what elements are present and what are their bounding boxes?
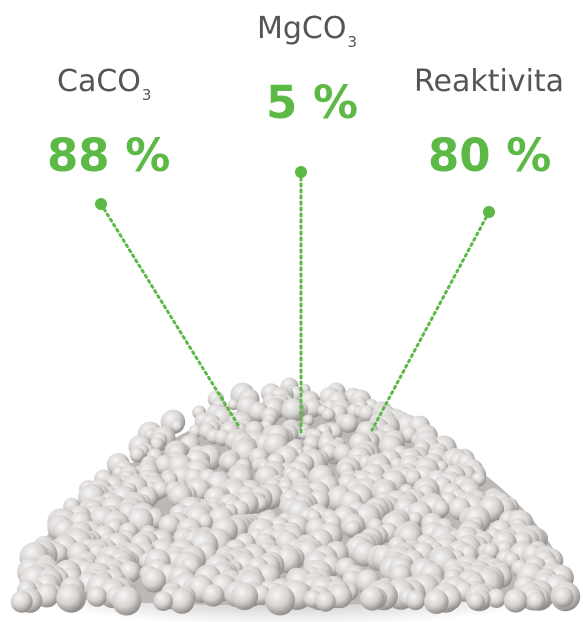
granule <box>360 586 385 611</box>
granule <box>56 584 84 613</box>
granule <box>169 588 195 614</box>
granules <box>10 377 581 616</box>
stat-value-reaktivita: 80 % <box>428 129 552 182</box>
granule <box>171 420 183 433</box>
granule <box>281 398 305 422</box>
granule <box>486 588 507 608</box>
connector-caco3-dot <box>95 198 107 210</box>
connector-reaktivita-line <box>370 210 491 432</box>
stat-label-mgco3: MgCO3 <box>257 11 357 50</box>
granule <box>503 588 528 613</box>
stat-label-reaktivita-main: Reaktivita <box>414 64 565 99</box>
granule <box>302 398 322 418</box>
stat-label-mgco3-main: MgCO <box>257 11 347 46</box>
granule <box>129 447 145 463</box>
granule <box>467 592 485 611</box>
granule <box>339 413 359 433</box>
granule <box>405 590 426 611</box>
stat-label-caco3-sub: 3 <box>141 86 152 104</box>
granule <box>315 591 336 612</box>
stat-label-caco3: CaCO3 <box>57 64 151 103</box>
granule <box>153 591 173 611</box>
granule <box>141 568 166 593</box>
connector-caco3-line <box>99 202 242 430</box>
connector-mgco3-dot <box>295 166 307 178</box>
granule <box>10 590 33 613</box>
granule <box>230 582 258 611</box>
granule <box>264 585 296 616</box>
stat-value-mgco3: 5 % <box>266 76 359 129</box>
granule <box>526 591 546 611</box>
granule <box>201 584 225 607</box>
connector-reaktivita-dot <box>483 206 495 218</box>
granule <box>86 586 108 607</box>
granule <box>552 586 574 608</box>
stat-label-reaktivita: Reaktivita <box>414 67 565 97</box>
granule <box>344 520 361 537</box>
stat-value-caco3: 88 % <box>47 129 171 182</box>
granule <box>321 407 336 422</box>
stat-label-caco3-main: CaCO <box>57 64 141 99</box>
granule <box>432 500 450 518</box>
stat-label-mgco3-sub: 3 <box>347 33 358 51</box>
granule <box>424 589 449 614</box>
granule <box>227 399 239 411</box>
granule <box>302 414 315 426</box>
granule <box>111 586 142 616</box>
